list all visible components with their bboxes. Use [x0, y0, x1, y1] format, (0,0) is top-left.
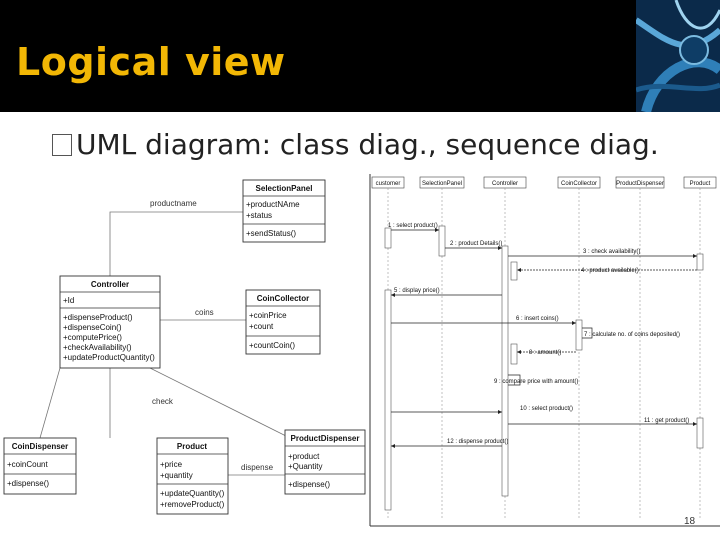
lifeline-label: CoinCollector [561, 181, 597, 187]
lifeline-label: Product [690, 181, 711, 187]
class-coin-dispenser: CoinDispenser +coinCount +dispense() [3, 437, 77, 495]
class-coin-collector: CoinCollector +coinPrice +count +countCo… [245, 289, 321, 355]
slide-title: Logical view [16, 40, 286, 84]
class-operation: +dispenseCoin() [63, 323, 122, 332]
class-operation: +computePrice() [63, 333, 122, 342]
message-label: 1 : select product() [388, 223, 438, 229]
message-11: 11 : get product() [508, 418, 697, 426]
class-selection-panel: SelectionPanel +productNAme +status +sen… [242, 179, 326, 243]
bullet-text: UML diagram: class diag., sequence diag. [76, 128, 659, 161]
class-name: ProductDispenser [291, 434, 360, 443]
class-operation: +sendStatus() [246, 229, 296, 238]
class-attribute: +price [160, 460, 183, 469]
message-8: 8 : amount() [517, 350, 576, 356]
lifeline-product: Product [683, 176, 717, 520]
message-label: 12 : dispense product() [447, 439, 508, 445]
class-attribute: +product [288, 452, 320, 461]
message-12: 12 : dispense product() [391, 439, 508, 448]
lifeline-coin-collector: CoinCollector [557, 176, 601, 520]
lifeline-label: SelectionPanel [422, 181, 462, 187]
class-operation: +updateProductQuantity() [63, 353, 155, 362]
message-10: 10 : select product() [391, 406, 573, 414]
sequence-diagram: customer SelectionPanel Controller CoinC… [369, 174, 720, 527]
class-attribute: +quantity [160, 471, 193, 480]
message-2: 2 : product Details() [445, 241, 502, 250]
lifeline-selection-panel: SelectionPanel [419, 176, 465, 520]
message-label: 8 : amount() [529, 350, 561, 356]
message-label: 6 : insert coins() [516, 316, 559, 322]
association-label-productname: productname [150, 199, 197, 208]
message-label: 3 : check availability() [583, 249, 640, 255]
class-operation: +updateQuantity() [160, 489, 225, 498]
association-label-check: check [152, 397, 174, 406]
message-3: 3 : check availability() [508, 249, 697, 258]
class-attribute: +Quantity [288, 462, 322, 471]
activation-bars [384, 225, 704, 511]
class-name: Controller [91, 280, 129, 289]
message-label: 7 : calculate no. of coins deposited() [584, 332, 680, 338]
lifeline-label: Controller [492, 181, 518, 187]
association-lines [39, 211, 291, 476]
class-name: Product [177, 442, 208, 451]
class-attribute: +count [249, 322, 274, 331]
title-bar: Logical view [0, 0, 720, 112]
message-4: 4 : product available() [517, 268, 697, 274]
class-attribute: +status [246, 211, 272, 220]
class-operation: +countCoin() [249, 341, 295, 350]
class-name: CoinCollector [257, 294, 309, 303]
class-operation: +dispenseProduct() [63, 313, 133, 322]
class-attribute: +coinPrice [249, 311, 287, 320]
association-label-coins: coins [195, 308, 214, 317]
message-1: 1 : select product() [388, 223, 439, 232]
message-label: 5 : display price() [394, 288, 440, 294]
class-attribute: +coinCount [7, 460, 48, 469]
class-operation: +dispense() [288, 480, 330, 489]
class-attribute: +productNAme [246, 200, 300, 209]
class-operation: +removeProduct() [160, 500, 225, 509]
message-label: 10 : select product() [520, 406, 573, 412]
bullet-item: UML diagram: class diag., sequence diag. [52, 128, 659, 161]
message-label: 11 : get product() [644, 418, 689, 424]
message-label: 2 : product Details() [450, 241, 502, 247]
lifeline-label: ProductDispenser [616, 181, 664, 187]
class-operation: +checkAvailability() [63, 343, 132, 352]
message-9: 9 : compare price with amount() [494, 374, 578, 386]
class-name: CoinDispenser [12, 442, 68, 451]
class-controller: Controller +Id +dispenseProduct() +dispe… [59, 275, 161, 369]
bullet-box-icon [52, 134, 72, 156]
message-label: 4 : product available() [581, 268, 639, 274]
class-product: Product +price +quantity +updateQuantity… [156, 437, 229, 515]
class-product-dispenser: ProductDispenser +product +Quantity +dis… [284, 429, 366, 495]
association-label-dispense: dispense [241, 463, 274, 472]
decorative-corner-image [636, 0, 720, 112]
message-label: 9 : compare price with amount() [494, 379, 578, 385]
uml-diagrams: productname coins check dispense Selecti… [3, 174, 720, 527]
lifeline-label: customer [376, 181, 401, 187]
class-diagram: productname coins check dispense Selecti… [3, 179, 366, 515]
page-number: 18 [684, 516, 696, 527]
class-operation: +dispense() [7, 479, 49, 488]
message-7: 7 : calculate no. of coins deposited() [582, 327, 680, 339]
message-6: 6 : insert coins() [391, 316, 576, 325]
class-name: SelectionPanel [256, 184, 313, 193]
class-attribute: +Id [63, 296, 74, 305]
lifeline-product-dispenser: ProductDispenser [615, 176, 665, 520]
message-5: 5 : display price() [391, 288, 502, 297]
